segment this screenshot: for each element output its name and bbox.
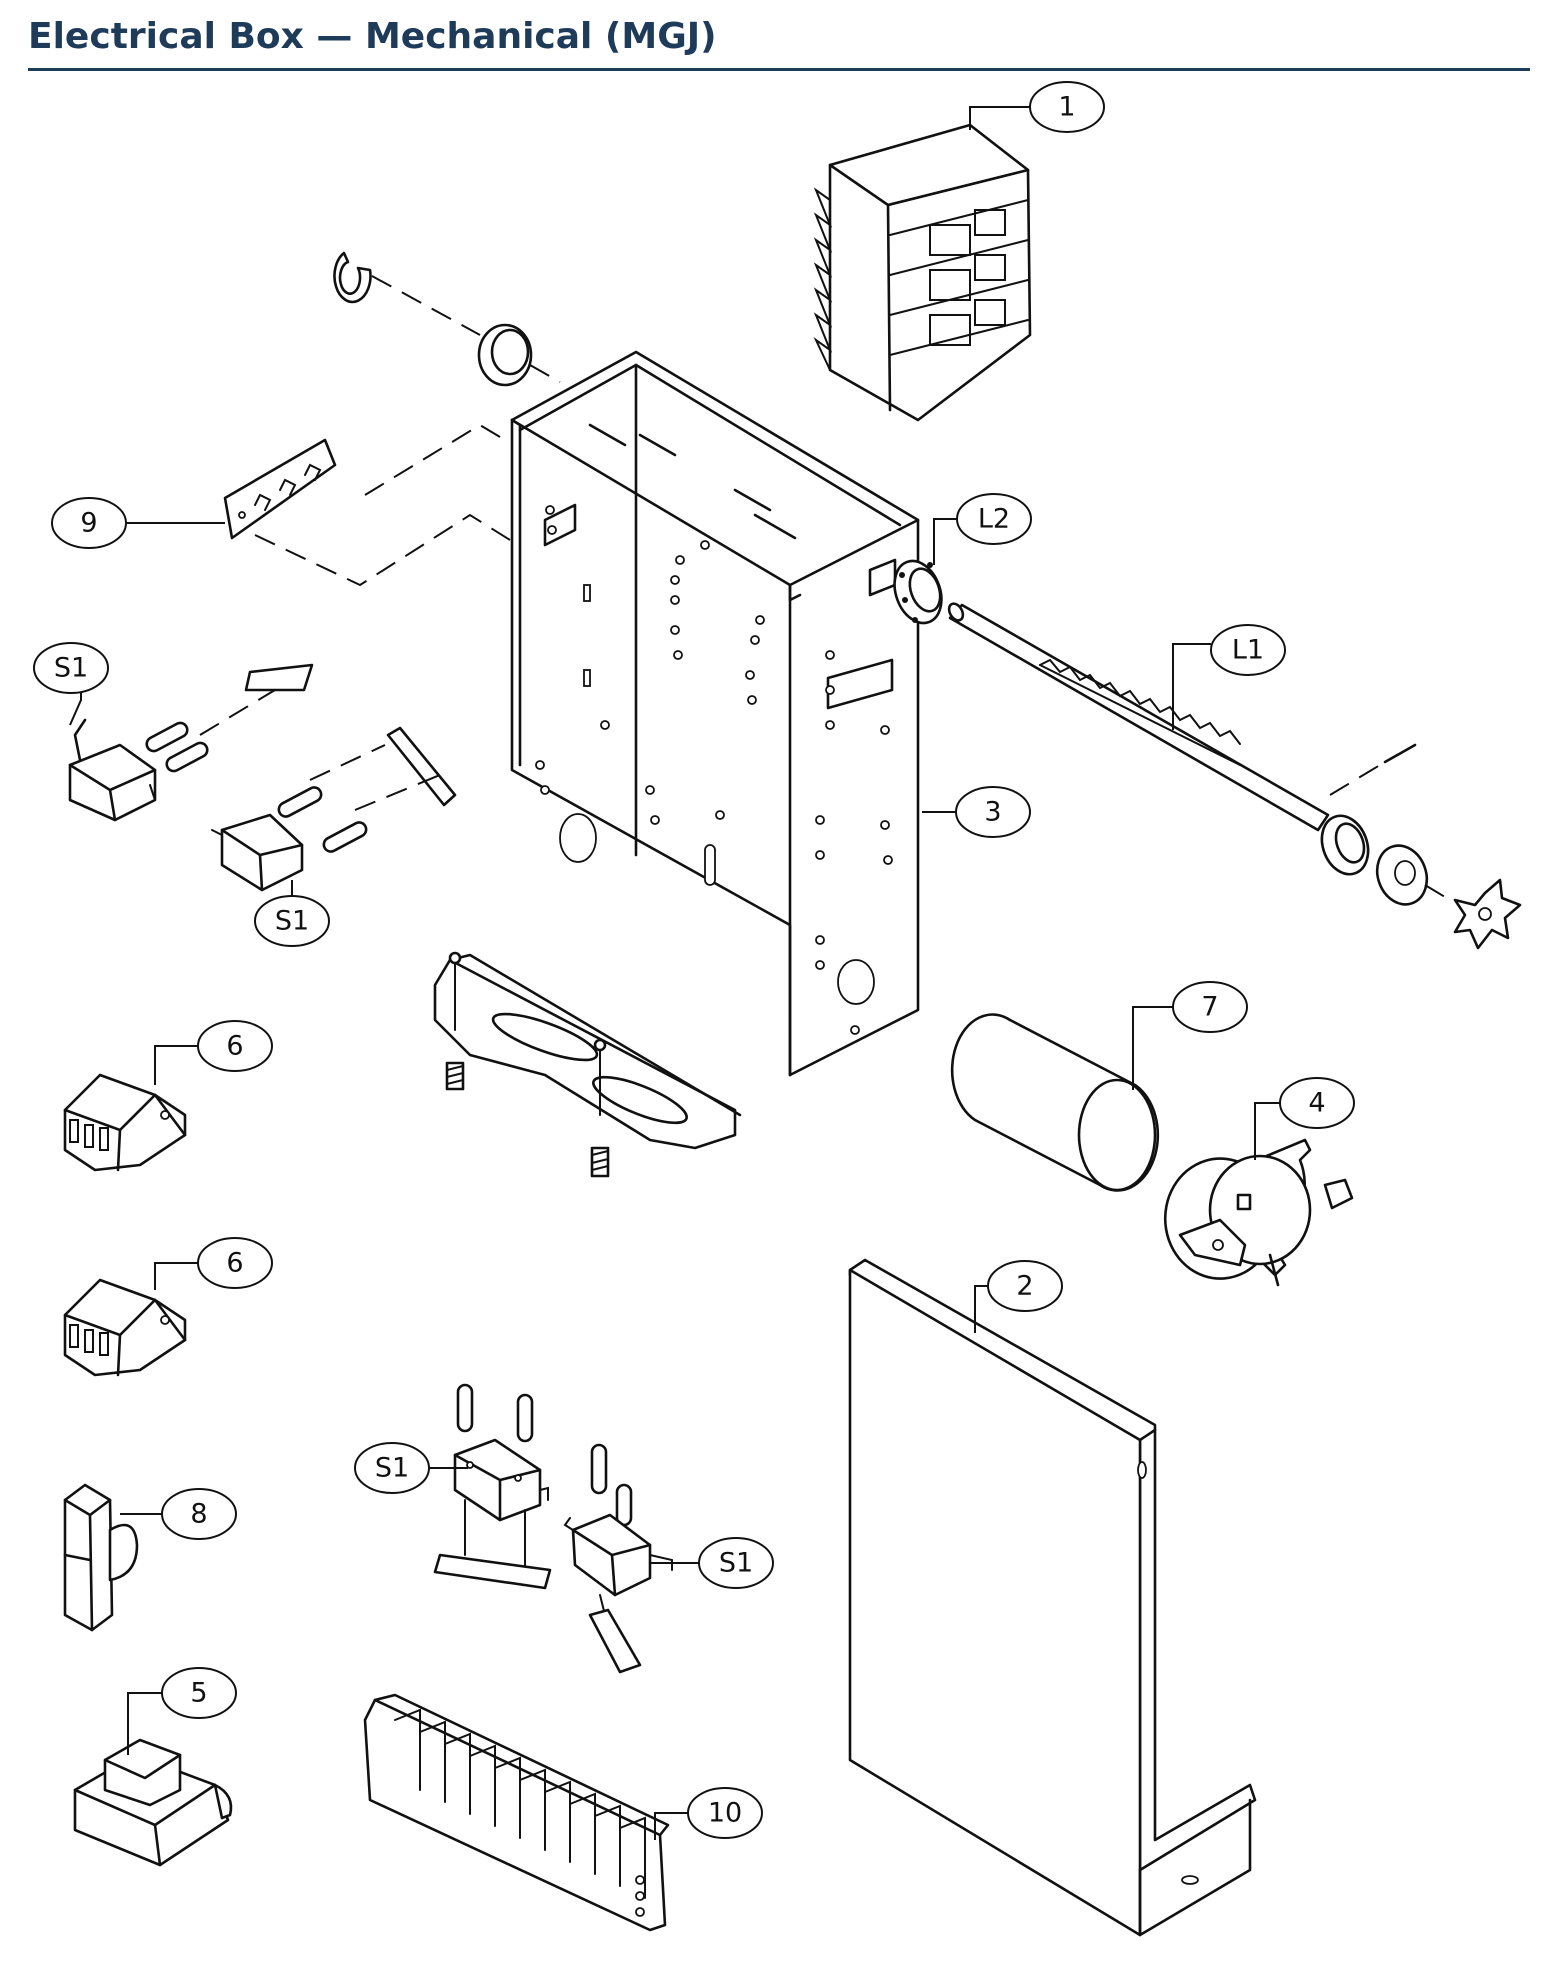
part-3-electrical-box: [510, 350, 920, 1077]
svg-text:6: 6: [226, 1248, 243, 1279]
part-1-terminal-block: [813, 123, 1032, 422]
callout-S1-bottom-right: S1: [698, 1537, 774, 1589]
callout-S1-bottom-left: S1: [354, 1442, 430, 1494]
svg-text:L2: L2: [978, 504, 1010, 535]
callout-10: 10: [687, 1787, 763, 1839]
switch-s1-lower-left: [211, 726, 457, 892]
switch-s1-bottom-left: [433, 1383, 552, 1590]
part-9-switch-bracket: [223, 423, 511, 587]
callout-1: 1: [1029, 81, 1105, 133]
svg-text:3: 3: [984, 797, 1001, 828]
part-6-relay-lower: [63, 1278, 187, 1377]
callout-8: 8: [161, 1488, 237, 1540]
svg-text:2: 2: [1016, 1271, 1033, 1302]
svg-text:S1: S1: [719, 1548, 753, 1579]
bottom-bracket-with-springs: [433, 951, 742, 1178]
part-7-capacitor: [950, 1013, 1160, 1192]
callout-9: 9: [51, 497, 127, 549]
part-8-actuator: [63, 1483, 139, 1632]
part-2-cover: [848, 1258, 1257, 1937]
part-5-transformer: [73, 1738, 233, 1867]
page-title: Electrical Box — Mechanical (MGJ): [28, 16, 717, 57]
callout-S1-upper-left: S1: [33, 642, 109, 694]
retaining-ring-and-bushing: [333, 251, 561, 387]
svg-text:6: 6: [226, 1031, 243, 1062]
part-6-relay-upper: [63, 1073, 187, 1172]
callout-leaders: [69, 106, 1282, 1840]
callout-S1-lower-left: S1: [254, 895, 330, 947]
callout-L2: L2: [956, 493, 1032, 545]
svg-text:8: 8: [190, 1499, 207, 1530]
callout-3: 3: [955, 786, 1031, 838]
callout-6-upper: 6: [197, 1020, 273, 1072]
part-10-terminal-strip: [363, 1693, 670, 1932]
svg-text:L1: L1: [1232, 635, 1264, 666]
switch-s1-upper-left: [68, 663, 314, 822]
svg-text:4: 4: [1308, 1088, 1325, 1119]
svg-text:10: 10: [708, 1798, 742, 1829]
callout-6-lower: 6: [197, 1237, 273, 1289]
switch-s1-bottom-right: [563, 1443, 673, 1674]
svg-text:9: 9: [80, 508, 97, 539]
svg-text:7: 7: [1201, 992, 1218, 1023]
svg-text:5: 5: [190, 1678, 207, 1709]
callout-5: 5: [161, 1667, 237, 1719]
part-l1-drive-shaft: [947, 602, 1522, 950]
svg-text:1: 1: [1058, 92, 1075, 123]
callout-2: 2: [987, 1260, 1063, 1312]
part-l2-gear: [893, 559, 943, 625]
callout-7: 7: [1172, 981, 1248, 1033]
callout-L1: L1: [1210, 624, 1286, 676]
callout-4: 4: [1279, 1077, 1355, 1129]
svg-text:S1: S1: [375, 1453, 409, 1484]
svg-text:S1: S1: [54, 653, 88, 684]
svg-text:S1: S1: [275, 906, 309, 937]
page-header: Electrical Box — Mechanical (MGJ): [28, 14, 1530, 71]
part-4-capacitor-bracket: [1163, 1138, 1354, 1287]
